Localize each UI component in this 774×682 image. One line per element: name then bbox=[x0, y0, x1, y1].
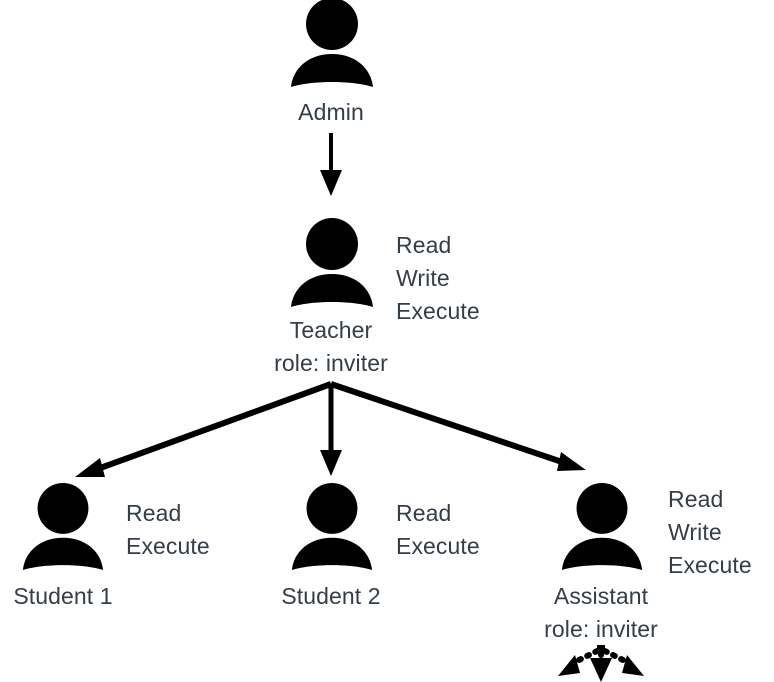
node-teacher-permissions: Read Write Execute bbox=[396, 229, 480, 328]
node-teacher-role: role: inviter bbox=[274, 350, 388, 376]
person-icon bbox=[291, 218, 373, 307]
permission-item: Execute bbox=[396, 533, 480, 559]
node-assistant-label: Assistant bbox=[553, 583, 649, 609]
edge-teacher-to-assistant bbox=[330, 381, 586, 471]
node-student-2-label: Student 2 bbox=[281, 583, 381, 609]
node-assistant-permissions: Read Write Execute bbox=[668, 483, 752, 582]
node-student-2-permissions: Read Execute bbox=[396, 497, 480, 563]
permission-item: Read bbox=[668, 486, 724, 512]
permission-item: Execute bbox=[668, 552, 752, 578]
node-assistant-role: role: inviter bbox=[544, 616, 658, 642]
person-icon bbox=[22, 482, 104, 571]
permission-item: Write bbox=[668, 519, 722, 545]
permission-item: Execute bbox=[126, 533, 210, 559]
person-icon bbox=[291, 0, 373, 87]
edge-teacher-to-student-1 bbox=[75, 381, 333, 477]
node-admin-label: Admin bbox=[298, 99, 364, 125]
permission-item: Read bbox=[126, 500, 182, 526]
edge-admin-to-teacher bbox=[320, 133, 342, 196]
permission-item: Write bbox=[396, 265, 450, 291]
person-icon bbox=[291, 482, 373, 571]
node-student-1-permissions: Read Execute bbox=[126, 497, 210, 563]
further-delegation-arrows bbox=[558, 645, 644, 682]
person-icon bbox=[561, 482, 643, 571]
node-teacher-label: Teacher bbox=[289, 317, 373, 343]
edge-teacher-to-student-2 bbox=[320, 384, 342, 476]
permission-item: Read bbox=[396, 500, 452, 526]
permission-item: Read bbox=[396, 232, 452, 258]
node-student-1-label: Student 1 bbox=[13, 583, 113, 609]
permission-item: Execute bbox=[396, 298, 480, 324]
